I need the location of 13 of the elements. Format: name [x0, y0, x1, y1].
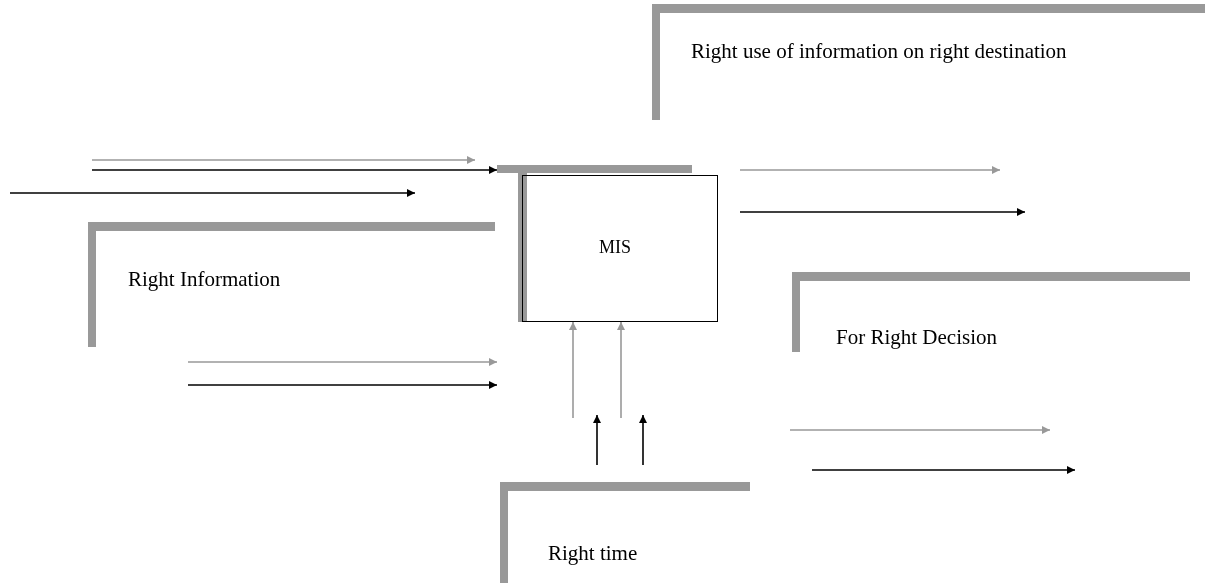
frame-label: Right Information [128, 266, 282, 293]
arrow [569, 321, 577, 419]
arrow [91, 166, 498, 174]
bracket-frame [652, 4, 1205, 120]
frame-label: For Right Decision [836, 324, 998, 351]
frame-label: Right time [548, 540, 639, 567]
bracket-frame [500, 482, 750, 583]
bracket-frame [88, 222, 495, 347]
bracket-frame [792, 272, 1190, 352]
process-box [497, 165, 718, 322]
arrow [617, 321, 625, 419]
box-label: MIS [599, 237, 631, 259]
frame-label: Right use of information on right destination [691, 38, 1068, 65]
